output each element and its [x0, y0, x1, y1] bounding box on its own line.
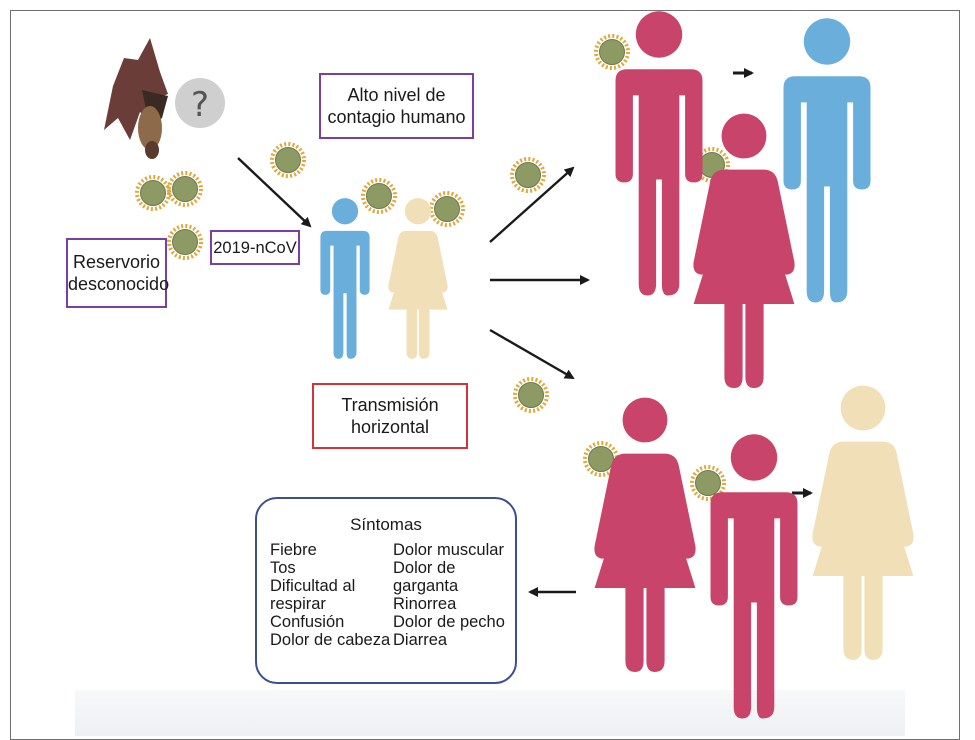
virus-particle-icon [167, 224, 203, 260]
virus-particle-icon [167, 171, 203, 207]
person-icon [812, 385, 914, 660]
virus-particle-icon [513, 377, 549, 413]
virus-name-label: 2019-nCoV [210, 230, 300, 265]
symptoms-right-list: Dolor muscular Dolor de garganta Rinorre… [393, 541, 515, 649]
virus-particle-icon [361, 178, 397, 214]
virus-particle-icon [135, 175, 171, 211]
arrow-bat-to-human [237, 157, 312, 228]
virus-particle-icon [429, 191, 465, 227]
virus-particle-icon [270, 142, 306, 178]
reservoir-label: Reservorio desconocido [66, 238, 169, 308]
person-icon [320, 198, 370, 359]
arrow-lower [489, 328, 575, 380]
symptom-item: Dolor muscular [393, 541, 504, 559]
transmission-label: Transmisión horizontal [312, 383, 468, 449]
symptom-item: Tos [270, 559, 296, 577]
symptom-item: Dolor de cabeza [270, 631, 391, 649]
virus-particle-icon [510, 157, 546, 193]
symptoms-box: Síntomas Fiebre Tos Dificultad al respir… [255, 497, 517, 684]
contagion-label: Alto nivel de contagio humano [319, 73, 474, 139]
bat-icon [104, 38, 168, 159]
symptom-item: Diarrea [393, 631, 448, 649]
arrow-upper [489, 166, 575, 243]
symptom-item: Dolor de pecho [393, 613, 505, 631]
virus-particle-icon [594, 34, 630, 70]
symptom-item: Dificultad al [270, 577, 356, 595]
symptom-item: Confusión [270, 613, 345, 631]
symptom-item: Rinorrea [393, 595, 457, 613]
person-icon [594, 397, 696, 672]
question-mark-icon: ? [175, 78, 225, 128]
symptom-item: Dolor de garganta [393, 559, 459, 595]
svg-text:?: ? [191, 85, 209, 125]
symptom-item: Fiebre [270, 541, 317, 559]
person-icon [783, 18, 871, 303]
symptoms-left-list: Fiebre Tos Dificultad al respirar Confus… [270, 541, 390, 649]
symptoms-title: Síntomas [350, 515, 422, 534]
symptom-item: respirar [270, 595, 326, 613]
